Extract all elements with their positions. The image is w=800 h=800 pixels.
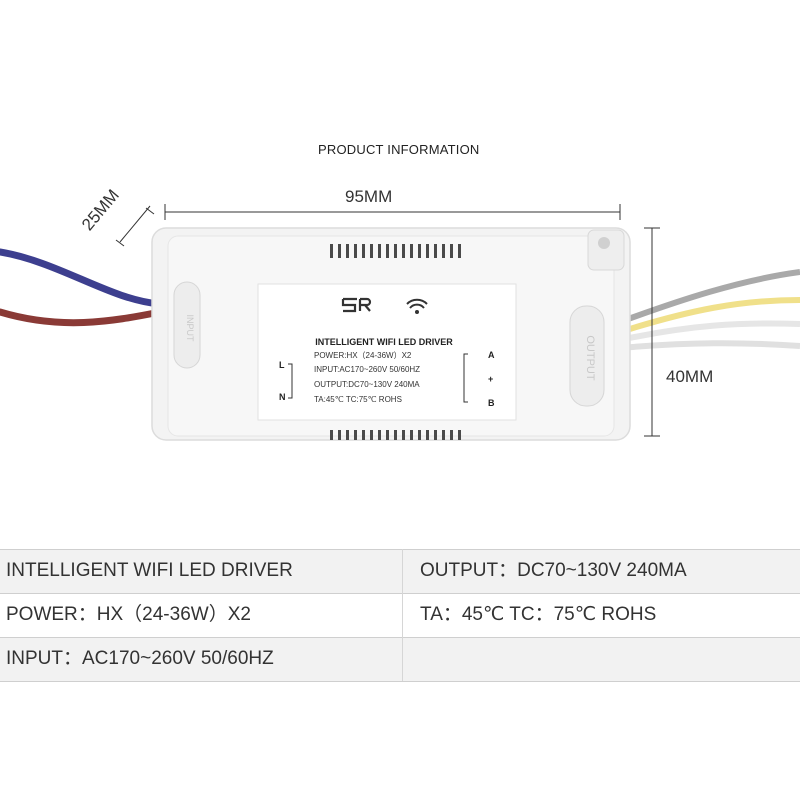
wire-blue	[0, 248, 164, 308]
table-divider	[0, 637, 800, 638]
label-line-temp: TA:45℃ TC:75℃ ROHS	[314, 395, 402, 404]
terminal-N: N	[279, 392, 286, 402]
terminal-B: B	[488, 398, 495, 408]
page-title: PRODUCT INFORMATION	[318, 142, 480, 157]
table-divider	[0, 681, 800, 682]
bottom-vents	[330, 430, 461, 440]
output-wires	[618, 269, 800, 351]
spec-cell-product-name: INTELLIGENT WIFI LED DRIVER	[6, 560, 293, 581]
dim-height	[644, 227, 660, 437]
spec-table: INTELLIGENT WIFI LED DRIVER OUTPUT：DC70~…	[0, 549, 800, 681]
spec-cell-temp: TA：45℃ TC：75℃ ROHS	[420, 604, 657, 625]
dim-height-label: 40MM	[666, 367, 714, 386]
spec-cell-power: POWER：HX（24-36W）X2	[6, 604, 251, 625]
dim-length-label: 95MM	[345, 187, 393, 206]
input-wires	[0, 248, 164, 327]
side-mark-input: INPUT	[185, 315, 195, 343]
table-divider	[0, 549, 800, 550]
side-mark-output: OUTPUT	[584, 335, 596, 381]
table-column-divider	[402, 549, 403, 681]
device-label: SR INTELLIGENT WIFI LED DRIVER POWER:HX（…	[257, 283, 517, 421]
product-illustration: INPUT OUTPUT SR INTELLIGENT WIFI LED DRI…	[0, 204, 800, 441]
terminal-L: L	[279, 360, 285, 370]
spec-row: INTELLIGENT WIFI LED DRIVER OUTPUT：DC70~…	[0, 549, 800, 593]
wifi-icon	[406, 298, 428, 314]
spec-cell-output: OUTPUT：DC70~130V 240MA	[420, 560, 687, 581]
spec-row: INPUT：AC170~260V 50/60HZ	[0, 637, 800, 681]
wire-yellow	[619, 297, 800, 335]
dim-length	[164, 204, 621, 220]
wire-brown	[0, 308, 164, 327]
top-vents	[330, 244, 461, 258]
terminal-plus: +	[488, 374, 493, 384]
wire-white-2	[619, 340, 800, 351]
label-line-input: INPUT:AC170~260V 50/60HZ	[314, 365, 420, 374]
spec-cell-empty	[414, 637, 800, 681]
wire-gray	[618, 269, 800, 325]
wire-white-1	[619, 320, 800, 343]
label-title: INTELLIGENT WIFI LED DRIVER	[315, 337, 453, 347]
label-line-output: OUTPUT:DC70~130V 240MA	[314, 380, 420, 389]
spec-row: POWER：HX（24-36W）X2 TA：45℃ TC：75℃ ROHS	[0, 593, 800, 637]
terminal-A: A	[488, 350, 495, 360]
brand-logo-icon	[341, 297, 372, 313]
dim-depth	[115, 205, 155, 247]
table-divider	[0, 593, 800, 594]
label-line-power: POWER:HX（24-36W）X2	[314, 351, 412, 360]
spec-cell-input: INPUT：AC170~260V 50/60HZ	[6, 648, 274, 669]
